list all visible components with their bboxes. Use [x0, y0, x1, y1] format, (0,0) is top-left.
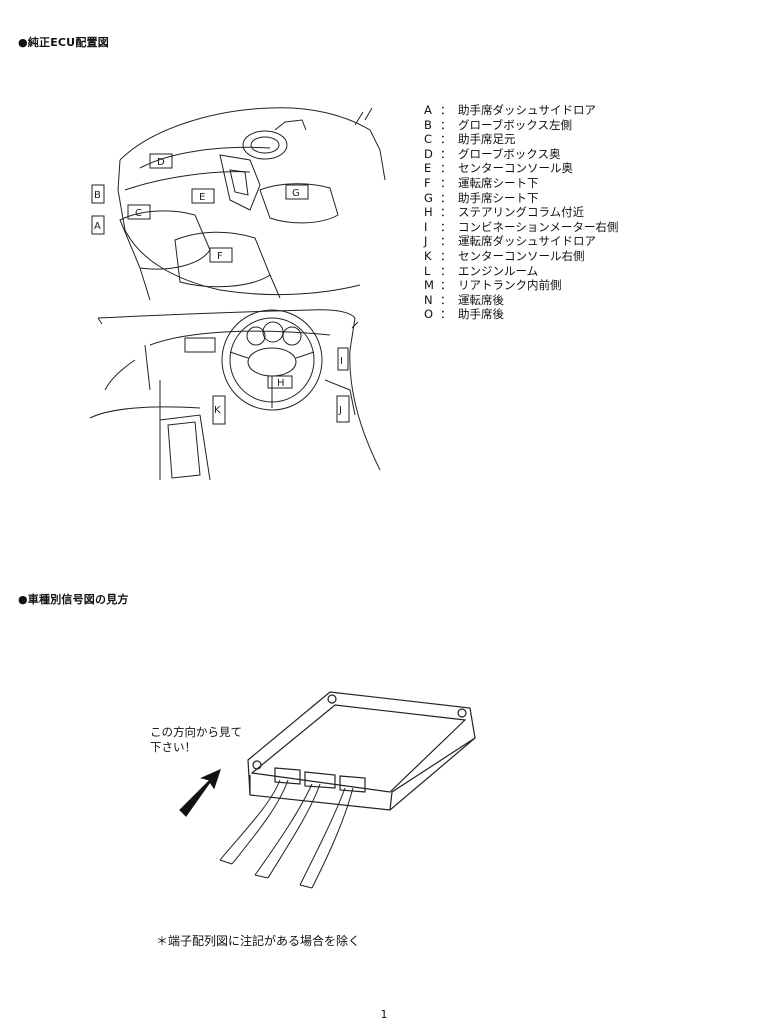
legend-row: B ： グローブボックス左側 [424, 118, 618, 133]
section-title-signal-diagram: ●車種別信号図の見方 [18, 593, 129, 606]
dashboard-drawing [89, 309, 381, 481]
page-number: 1 [380, 1008, 388, 1021]
label-B: B [94, 190, 101, 201]
legend-key: G [424, 190, 433, 205]
label-H: H [277, 378, 285, 389]
interior-perspective-drawing [117, 107, 386, 301]
location-box-A: A [91, 215, 105, 235]
legend-text: 運転席ダッシュサイドロア [458, 234, 596, 249]
legend-text: エンジンルーム [458, 263, 539, 278]
legend-key: H [424, 205, 433, 220]
legend-sep: ： [440, 278, 452, 293]
label-I: I [340, 356, 343, 367]
car-interior-diagram: D B A C E G F H I J K [89, 107, 386, 481]
legend-row: N ： 運転席後 [424, 293, 618, 308]
legend-key: I [424, 219, 428, 234]
legend-key: L [424, 263, 431, 278]
legend-key: N [424, 292, 433, 307]
location-legend: A ： 助手席ダッシュサイドロア B ： グローブボックス左側 C ： 助手席足元 D ： グロ… [424, 103, 618, 322]
label-F: F [217, 251, 223, 262]
location-box-J: J [336, 395, 350, 423]
legend-key: C [424, 132, 433, 147]
ecu-harness-wires [219, 779, 354, 889]
legend-sep: ： [440, 190, 452, 205]
location-box-F: F [209, 247, 233, 263]
legend-row: O ： 助手席後 [424, 307, 618, 322]
location-box-G: G [285, 184, 309, 200]
legend-row: F ： 運転席シート下 [424, 176, 618, 191]
label-J: J [338, 405, 342, 416]
legend-sep: ： [440, 307, 452, 322]
section-title-ecu-layout: ●純正ECU配置図 [18, 36, 109, 49]
legend-row: D ： グローブボックス奥 [424, 147, 618, 162]
legend-key: K [424, 248, 432, 263]
label-A: A [94, 221, 101, 232]
legend-text: センターコンソール奥 [458, 161, 573, 176]
label-D: D [157, 157, 165, 168]
legend-sep: ： [440, 205, 452, 220]
legend-text: 助手席ダッシュサイドロア [458, 103, 596, 117]
legend-row: K ： センターコンソール右側 [424, 249, 618, 264]
legend-row: H ： ステアリングコラム付近 [424, 205, 618, 220]
note-line-1: この方向から見て [150, 725, 242, 739]
legend-key: O [424, 307, 434, 322]
legend-text: センターコンソール右側 [458, 248, 585, 263]
location-box-C: C [127, 204, 151, 220]
legend-text: ステアリングコラム付近 [458, 205, 585, 220]
legend-text: 助手席シート下 [458, 190, 539, 205]
legend-row: E ： センターコンソール奥 [424, 161, 618, 176]
legend-row: C ： 助手席足元 [424, 132, 618, 147]
label-K: K [214, 405, 221, 416]
legend-row: L ： エンジンルーム [424, 264, 618, 279]
legend-sep: ： [440, 117, 452, 132]
location-box-H: H [267, 375, 293, 389]
legend-sep: ： [440, 175, 452, 190]
legend-sep: ： [440, 263, 452, 278]
legend-sep: ： [440, 146, 452, 161]
legend-key: B [424, 117, 432, 132]
legend-sep: ： [440, 234, 452, 249]
location-box-I: I [337, 347, 349, 371]
legend-key: M [424, 278, 434, 293]
label-E: E [199, 192, 205, 203]
legend-sep: ： [440, 292, 452, 307]
location-box-K: K [212, 395, 226, 425]
ecu-box-drawing [247, 691, 476, 811]
legend-row: J ： 運転席ダッシュサイドロア [424, 234, 618, 249]
legend-row: A ： 助手席ダッシュサイドロア [424, 103, 618, 118]
legend-text: グローブボックス左側 [458, 117, 572, 132]
legend-key: J [424, 234, 428, 249]
note-line-2: 下さい！ [150, 740, 196, 754]
legend-sep: ： [440, 132, 452, 147]
ecu-connector-illustration [179, 691, 476, 889]
legend-sep: ： [440, 219, 452, 234]
location-box-B: B [91, 184, 105, 204]
location-box-E: E [191, 188, 215, 204]
label-G: G [292, 188, 300, 199]
legend-text: 運転席シート下 [458, 175, 539, 190]
legend-row: G ： 助手席シート下 [424, 191, 618, 206]
legend-key: E [424, 161, 432, 176]
legend-text: 助手席後 [458, 307, 504, 322]
legend-row: M ： リアトランク内前側 [424, 278, 618, 293]
legend-text: リアトランク内前側 [458, 278, 562, 293]
legend-sep: ： [440, 161, 452, 176]
legend-row: I ： コンビネーションメーター右側 [424, 220, 618, 235]
legend-key: D [424, 146, 433, 161]
legend-key: F [424, 175, 431, 190]
legend-text: 助手席足元 [458, 132, 516, 147]
view-direction-note: この方向から見て 下さい！ [150, 725, 242, 755]
legend-key: A [424, 103, 432, 117]
legend-text: コンビネーションメーター右側 [458, 219, 619, 234]
legend-sep: ： [440, 248, 452, 263]
label-C: C [135, 208, 142, 219]
footnote: ＊端子配列図に注記がある場合を除く [156, 934, 361, 948]
location-box-D: D [149, 153, 173, 169]
legend-text: 運転席後 [458, 292, 504, 307]
view-direction-arrow [179, 768, 221, 817]
legend-sep: ： [440, 103, 452, 117]
legend-text: グローブボックス奥 [458, 146, 561, 161]
